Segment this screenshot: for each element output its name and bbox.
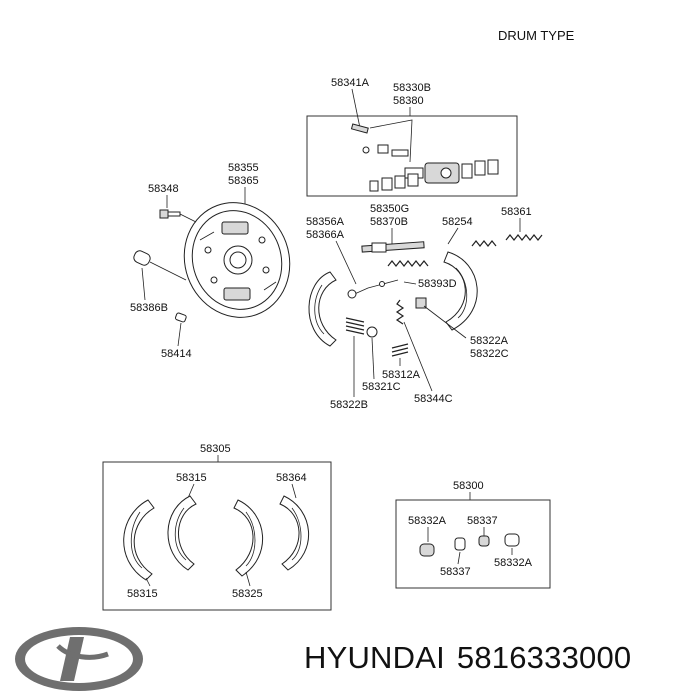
cylinder-kit-box <box>395 499 551 589</box>
label-58370B: 58370B <box>370 216 408 228</box>
brand-name: HYUNDAI <box>304 640 445 675</box>
shoe-set-shoe-3 <box>233 499 264 577</box>
label-58322B: 58322B <box>330 399 368 411</box>
grommet-58386B <box>133 250 151 266</box>
brake-shoe-left <box>308 271 337 347</box>
label-58321C: 58321C <box>362 381 401 393</box>
hyundai-logo-icon <box>15 627 143 691</box>
brake-shoe-right <box>443 251 478 331</box>
label-58344C: 58344C <box>414 393 453 405</box>
shoe-set-shoe-1 <box>123 499 155 581</box>
label-58380: 58380 <box>393 95 424 107</box>
label-58312A: 58312A <box>382 369 421 381</box>
cylinder-kit-parts <box>419 533 520 557</box>
label-58356A: 58356A <box>306 216 345 228</box>
label-58350G: 58350G <box>370 203 409 215</box>
label-58393D: 58393D <box>418 278 457 290</box>
bolt-58348 <box>159 209 181 219</box>
shoe-set-box <box>102 461 332 611</box>
label-58315-top: 58315 <box>176 472 207 484</box>
label-58341A: 58341A <box>331 77 370 89</box>
label-58355: 58355 <box>228 162 259 174</box>
hold-down-parts <box>345 297 427 357</box>
label-58364: 58364 <box>276 472 307 484</box>
shoe-set-shoe-2 <box>167 495 197 571</box>
label-58254: 58254 <box>442 216 473 228</box>
label-58337-bottom: 58337 <box>440 566 471 578</box>
label-58330B: 58330B <box>393 82 431 94</box>
label-58332A-left: 58332A <box>408 515 447 527</box>
label-58348: 58348 <box>148 183 179 195</box>
label-58361: 58361 <box>501 206 532 218</box>
label-58300: 58300 <box>453 480 484 492</box>
adjuster-assembly <box>361 241 425 253</box>
parking-lever <box>347 279 399 299</box>
springs <box>387 234 543 267</box>
brand-line: HYUNDAI 5816333000 <box>304 640 696 676</box>
part-number: 5816333000 <box>456 640 632 675</box>
label-58386B: 58386B <box>130 302 168 314</box>
diagram-title: DRUM TYPE <box>498 28 575 43</box>
label-58325: 58325 <box>232 588 263 600</box>
backing-plate <box>183 202 291 318</box>
shoe-set-shoe-4 <box>279 495 310 571</box>
label-58305: 58305 <box>200 443 231 455</box>
label-58414: 58414 <box>161 348 192 360</box>
plug-58414 <box>174 312 187 323</box>
label-58332A-right: 58332A <box>494 557 533 569</box>
label-58322C: 58322C <box>470 348 509 360</box>
label-58337-top: 58337 <box>467 515 498 527</box>
label-58365: 58365 <box>228 175 259 187</box>
wheel-cylinder-parts <box>350 119 499 192</box>
label-58322A: 58322A <box>470 335 509 347</box>
label-58366A: 58366A <box>306 229 345 241</box>
label-58315-bottom: 58315 <box>127 588 158 600</box>
wheel-cylinder-group-box <box>306 115 518 197</box>
